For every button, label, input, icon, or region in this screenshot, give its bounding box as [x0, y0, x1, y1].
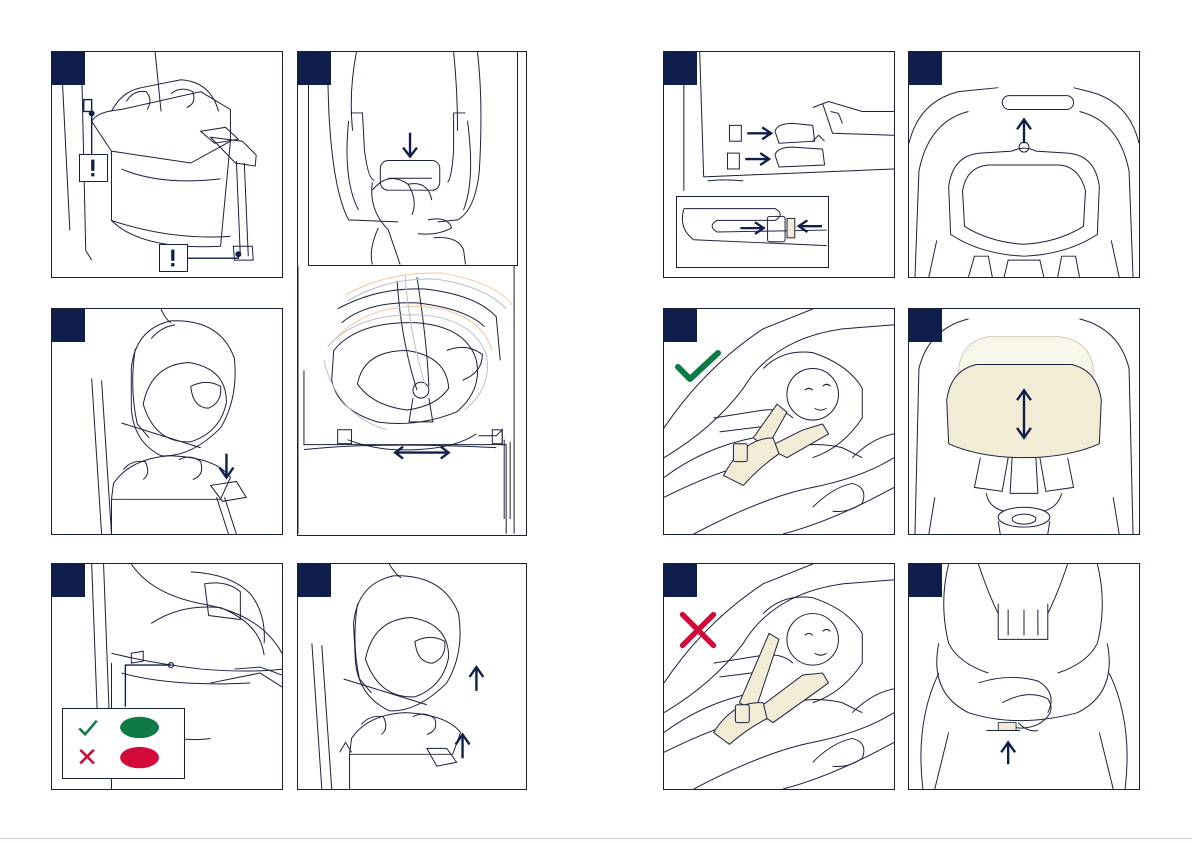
panel-incorrect-harness-position — [663, 563, 895, 790]
step-number-tab — [298, 564, 331, 597]
red-indicator — [120, 747, 159, 768]
indicator-legend-art — [63, 709, 184, 778]
step-number-tab — [664, 52, 697, 85]
cross-icon — [80, 750, 94, 764]
panel-isofix-connectors — [663, 51, 895, 278]
warning-box-bottom — [159, 244, 188, 272]
step-number-tab — [52, 52, 85, 85]
warning-box-top — [79, 154, 108, 182]
harness-adjuster-illustration — [909, 564, 1139, 789]
step-number-tab — [664, 309, 697, 342]
detail-inset-connector — [676, 196, 829, 268]
headrest-adjust-illustration — [909, 309, 1139, 534]
step-number-tab — [52, 309, 85, 342]
connector-release-illustration — [677, 197, 828, 267]
panel-headrest-release — [908, 51, 1140, 278]
handle-button-illustration — [309, 51, 517, 265]
green-indicator — [120, 717, 159, 738]
cross-icon — [678, 610, 718, 650]
detail-inset-handle — [308, 51, 518, 266]
exclamation-icon — [80, 155, 107, 181]
check-icon — [674, 347, 724, 387]
panel-headrest-height-adjust — [908, 308, 1140, 535]
panel-harness-adjuster-pull — [908, 563, 1140, 790]
step-number-tab — [909, 564, 942, 597]
check-icon — [79, 721, 96, 735]
panel-correct-harness-position — [663, 308, 895, 535]
page-bottom-rule — [0, 838, 1192, 844]
panel-seat-lowering-onto-base — [51, 308, 283, 535]
exclamation-icon — [160, 245, 187, 271]
step-number-tab — [298, 52, 331, 85]
step-number-tab — [909, 52, 942, 85]
step-number-tab — [909, 309, 942, 342]
step-number-tab — [52, 564, 85, 597]
step-number-tab — [664, 564, 697, 597]
seat-lifting-illustration — [298, 564, 526, 789]
panel-seat-lifting-off-base — [297, 563, 527, 790]
indicator-legend-box — [62, 708, 185, 779]
panel-isofix-base-warning — [51, 51, 283, 278]
headrest-release-illustration — [909, 52, 1139, 277]
panel-press-button-release-handle — [297, 51, 527, 536]
seat-lowering-illustration — [52, 309, 282, 534]
panel-indicator-check — [51, 563, 283, 790]
incorrect-harness-illustration — [664, 564, 894, 789]
correct-harness-illustration — [664, 309, 894, 534]
